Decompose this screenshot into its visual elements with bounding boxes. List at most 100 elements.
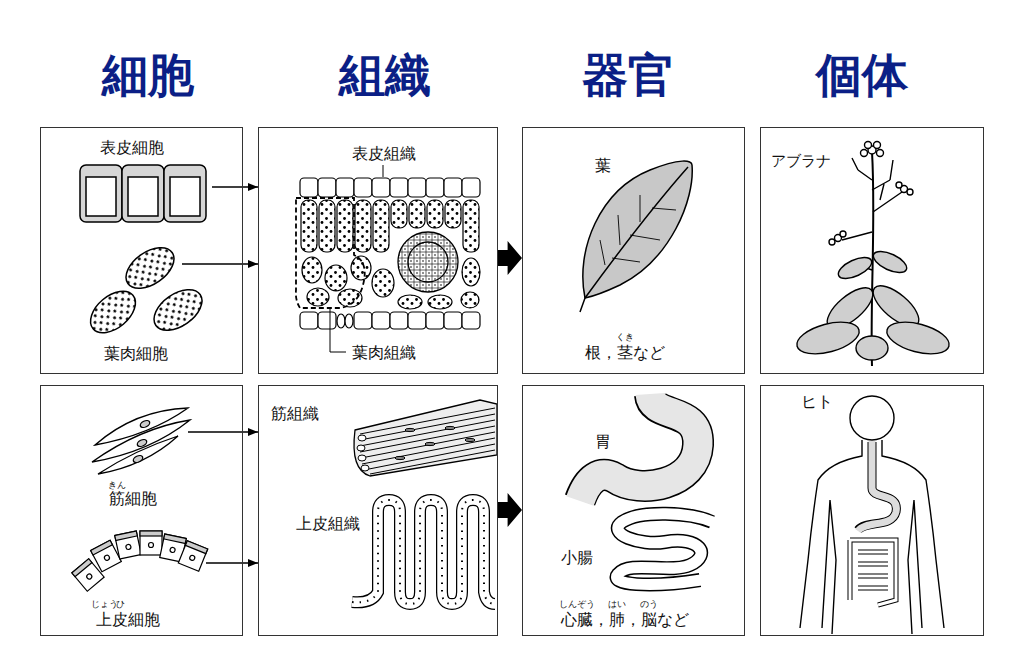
spongy-cells-part	[428, 295, 452, 309]
vascular-bundle-part	[408, 242, 448, 282]
palisade-cells-part	[391, 200, 407, 228]
upper-epidermis-part	[336, 178, 354, 197]
node-text: 筋細胞	[109, 491, 157, 507]
arrow-line-part	[188, 431, 243, 433]
epithelial-tissue-part	[352, 500, 495, 604]
arrow-connector	[243, 186, 258, 188]
epithelial-cells-part-part	[164, 534, 187, 543]
arrow-line-part	[212, 186, 243, 188]
palisade-cells-part	[409, 200, 425, 228]
muscle-cells-part	[98, 436, 178, 474]
block-arrow	[498, 493, 522, 527]
epithelial-tissue-part	[352, 500, 495, 604]
epithelial-cells-part-part	[91, 540, 113, 555]
human-body-part	[822, 500, 836, 634]
lower-epidermis-part	[408, 312, 426, 329]
spongy-cells-part	[302, 257, 322, 283]
muscle-tissue-part-part	[405, 428, 415, 431]
epidermal-cells-part	[80, 165, 122, 222]
epithelial-tissue-part	[352, 500, 495, 604]
spongy-cells-part	[325, 265, 347, 291]
lower-epidermis-part	[345, 314, 353, 328]
lower-epidermis-part	[372, 312, 390, 329]
epidermal-cells-part	[164, 165, 206, 222]
human-organs-part	[858, 442, 896, 530]
node-text: 小腸	[561, 550, 593, 566]
human-organs	[850, 441, 896, 605]
muscle-tissue-part-part	[445, 426, 455, 429]
muscle-cells	[92, 408, 190, 474]
plant	[793, 142, 952, 367]
human-body-part	[908, 500, 922, 634]
plant-part-part	[883, 316, 952, 360]
human-body	[800, 396, 944, 634]
lower-epidermis-part	[300, 312, 318, 329]
node-text: アブラナ	[771, 154, 831, 169]
node-text: ヒト	[801, 394, 833, 410]
lower-epidermis-part	[444, 312, 462, 329]
node-text: 葉肉組織	[352, 345, 416, 361]
lower-epidermis-part	[462, 312, 480, 329]
column-heading: 細胞	[102, 52, 194, 98]
lower-epidermis	[300, 312, 480, 329]
plant-part-part	[907, 189, 913, 195]
small-intestine-part	[617, 514, 712, 585]
furigana: しんぞう	[559, 600, 595, 609]
muscle-tissue-part-part	[465, 438, 475, 441]
leader-line-part	[383, 165, 384, 177]
spongy-cells-part	[372, 269, 394, 297]
panel-box: 筋組織上皮組織	[258, 385, 498, 636]
muscle-tissue-part-part	[361, 465, 369, 471]
muscle-tissue-part-part	[395, 456, 405, 459]
epithelial-cells-part	[115, 531, 142, 559]
furigana: のう	[640, 600, 658, 609]
lower-epidermis-part	[426, 312, 444, 329]
mesophyll-cells-part	[83, 283, 143, 341]
panel-box: アブラナ	[760, 127, 984, 374]
furigana: はい	[608, 600, 626, 609]
palisade-cells-part	[463, 200, 479, 252]
epidermal-cells-part	[128, 177, 158, 216]
epidermal-cells-part	[86, 177, 116, 216]
epithelial-cells-part	[178, 541, 207, 571]
node-text: 表皮細胞	[100, 140, 164, 156]
node-text: 葉肉細胞	[104, 346, 168, 362]
vascular-bundle	[398, 232, 458, 292]
upper-epidermis	[300, 178, 480, 197]
leaf-part	[600, 195, 676, 265]
stomach	[580, 394, 698, 501]
mesophyll-cells-part	[147, 281, 210, 338]
lower-epidermis-part	[354, 312, 372, 329]
vascular-bundle-part	[398, 232, 458, 292]
arrow-connector	[243, 562, 258, 564]
plant-part-part	[793, 316, 862, 360]
muscle-tissue-part	[354, 400, 497, 476]
upper-epidermis-part	[390, 178, 408, 197]
upper-epidermis-part	[444, 178, 462, 197]
epithelial-cells-part-part	[189, 555, 196, 562]
plant-part	[852, 158, 893, 200]
stomach-part	[580, 394, 698, 501]
muscle-cells-part	[139, 419, 151, 429]
plant-part-part	[840, 231, 846, 237]
panel-box: 表皮細胞葉肉細胞	[40, 127, 243, 374]
spongy-cells-part	[462, 258, 480, 286]
upper-epidermis-part	[372, 178, 390, 197]
leader-line	[330, 165, 383, 352]
muscle-cells-part	[132, 454, 144, 464]
leaf-part	[580, 167, 688, 312]
small-intestine-part	[617, 514, 713, 585]
upper-epidermis-part	[426, 178, 444, 197]
spongy-cells-part	[461, 292, 479, 308]
lower-epidermis-part	[318, 312, 336, 329]
human-organs-part	[850, 540, 896, 605]
arrow-line-part	[206, 562, 243, 564]
panel-box: きん筋細胞じょうひ上皮細胞	[40, 385, 243, 636]
epidermal-cells-part	[170, 177, 200, 216]
node-text: 心臓，肺，脳など	[561, 612, 689, 628]
plant-part	[829, 142, 913, 246]
epithelial-cells-part-part	[140, 531, 162, 536]
furigana: じょう	[91, 600, 118, 609]
human-organs-part	[858, 441, 896, 531]
